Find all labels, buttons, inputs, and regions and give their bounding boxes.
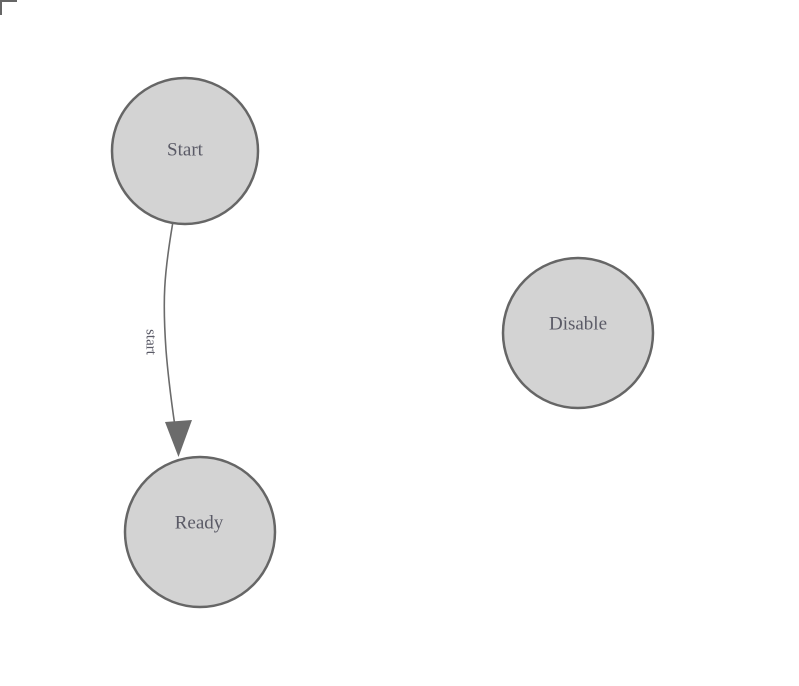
edge-label-start: start — [143, 329, 159, 356]
state-node-ready[interactable]: Ready — [123, 455, 277, 609]
canvas-corner-bracket-icon — [0, 0, 17, 15]
edge-start-to-ready[interactable]: start — [143, 223, 192, 458]
edge-arrowhead-start-to-ready — [165, 420, 192, 457]
edge-path-start-to-ready[interactable] — [163, 223, 179, 445]
state-node-start[interactable]: Start — [110, 76, 260, 226]
state-node-disable-circle[interactable] — [501, 256, 655, 410]
state-node-ready-label: Ready — [175, 512, 224, 533]
state-node-disable[interactable]: Disable — [501, 256, 655, 410]
state-node-disable-label: Disable — [549, 313, 607, 334]
state-node-ready-circle[interactable] — [123, 455, 277, 609]
state-node-start-circle[interactable] — [110, 76, 260, 226]
state-node-start-label: Start — [167, 139, 204, 160]
